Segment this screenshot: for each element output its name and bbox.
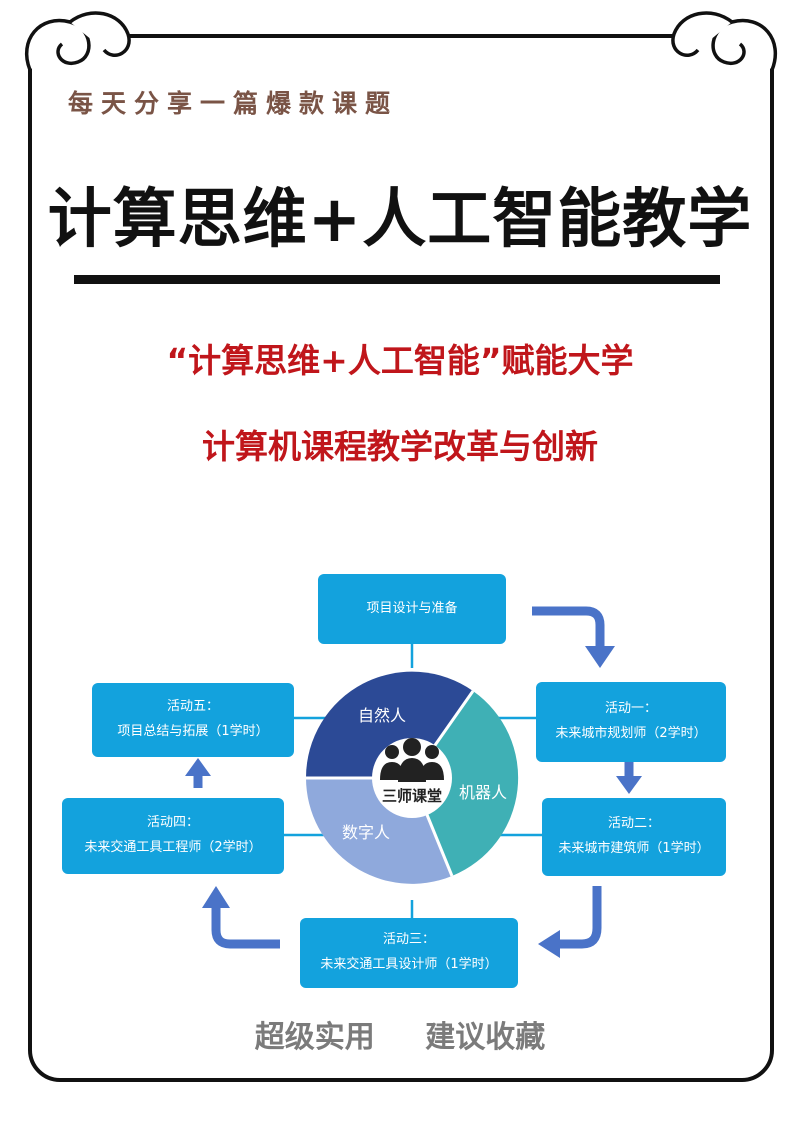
box-activity-1-desc: 未来城市规划师（2学时） <box>555 726 707 741</box>
flow-arrows <box>193 606 634 949</box>
subtitle-line-1: “计算思维+人工智能”赋能大学 <box>166 341 634 380</box>
box-project-prep-label: 项目设计与准备 <box>366 600 458 616</box>
arrow-act3-to-act4 <box>211 906 280 949</box>
box-activity-5: 活动五： 项目总结与拓展（1学时） <box>92 683 294 757</box>
box-activity-3-desc: 未来交通工具设计师（1学时） <box>320 957 498 972</box>
box-activity-5-title: 活动五： <box>166 699 219 715</box>
arrow-prep-to-act1 <box>532 606 605 648</box>
box-activity-2-desc: 未来城市建筑师（1学时） <box>558 841 710 856</box>
subtitle-line-2: 计算机课程教学改革与创新 <box>202 427 598 466</box>
segment-label-robot: 机器人 <box>459 783 507 802</box>
people-icon <box>380 738 444 782</box>
segment-label-natural: 自然人 <box>358 706 406 725</box>
arrow-act2-to-act3 <box>556 886 602 949</box>
box-activity-4-title: 活动四： <box>146 815 199 831</box>
pie-segment-natural <box>305 671 473 778</box>
curl-decoration-left <box>24 11 131 71</box>
box-activity-1: 活动一： 未来城市规划师（2学时） <box>536 682 726 762</box>
box-activity-4: 活动四： 未来交通工具工程师（2学时） <box>62 798 284 874</box>
box-activity-5-desc: 项目总结与拓展（1学时） <box>117 724 269 739</box>
segment-label-digital: 数字人 <box>342 823 390 842</box>
three-teacher-pie: 三师课堂 自然人 机器人 数字人 <box>305 671 519 884</box>
box-activity-3: 活动三： 未来交通工具设计师（1学时） <box>300 918 518 988</box>
pie-segment-robot <box>412 691 519 876</box>
box-project-prep: 项目设计与准备 <box>318 574 506 644</box>
footer-slogan: 超级实用 建议收藏 <box>254 1020 546 1055</box>
box-activity-2: 活动二： 未来城市建筑师（1学时） <box>542 798 726 876</box>
main-title: 计算思维+人工智能教学 <box>47 183 753 257</box>
box-activity-2-title: 活动二： <box>607 816 660 832</box>
box-activity-1-title: 活动一： <box>604 701 657 717</box>
arrow-heads <box>185 646 642 958</box>
pie-center-label: 三师课堂 <box>382 787 442 805</box>
box-activity-4-desc: 未来交通工具工程师（2学时） <box>84 840 262 855</box>
box-activity-3-title: 活动三： <box>382 932 435 948</box>
tagline: 每天分享一篇爆款课题 <box>68 89 399 118</box>
title-divider <box>74 275 720 284</box>
curl-decoration-right <box>671 11 778 71</box>
